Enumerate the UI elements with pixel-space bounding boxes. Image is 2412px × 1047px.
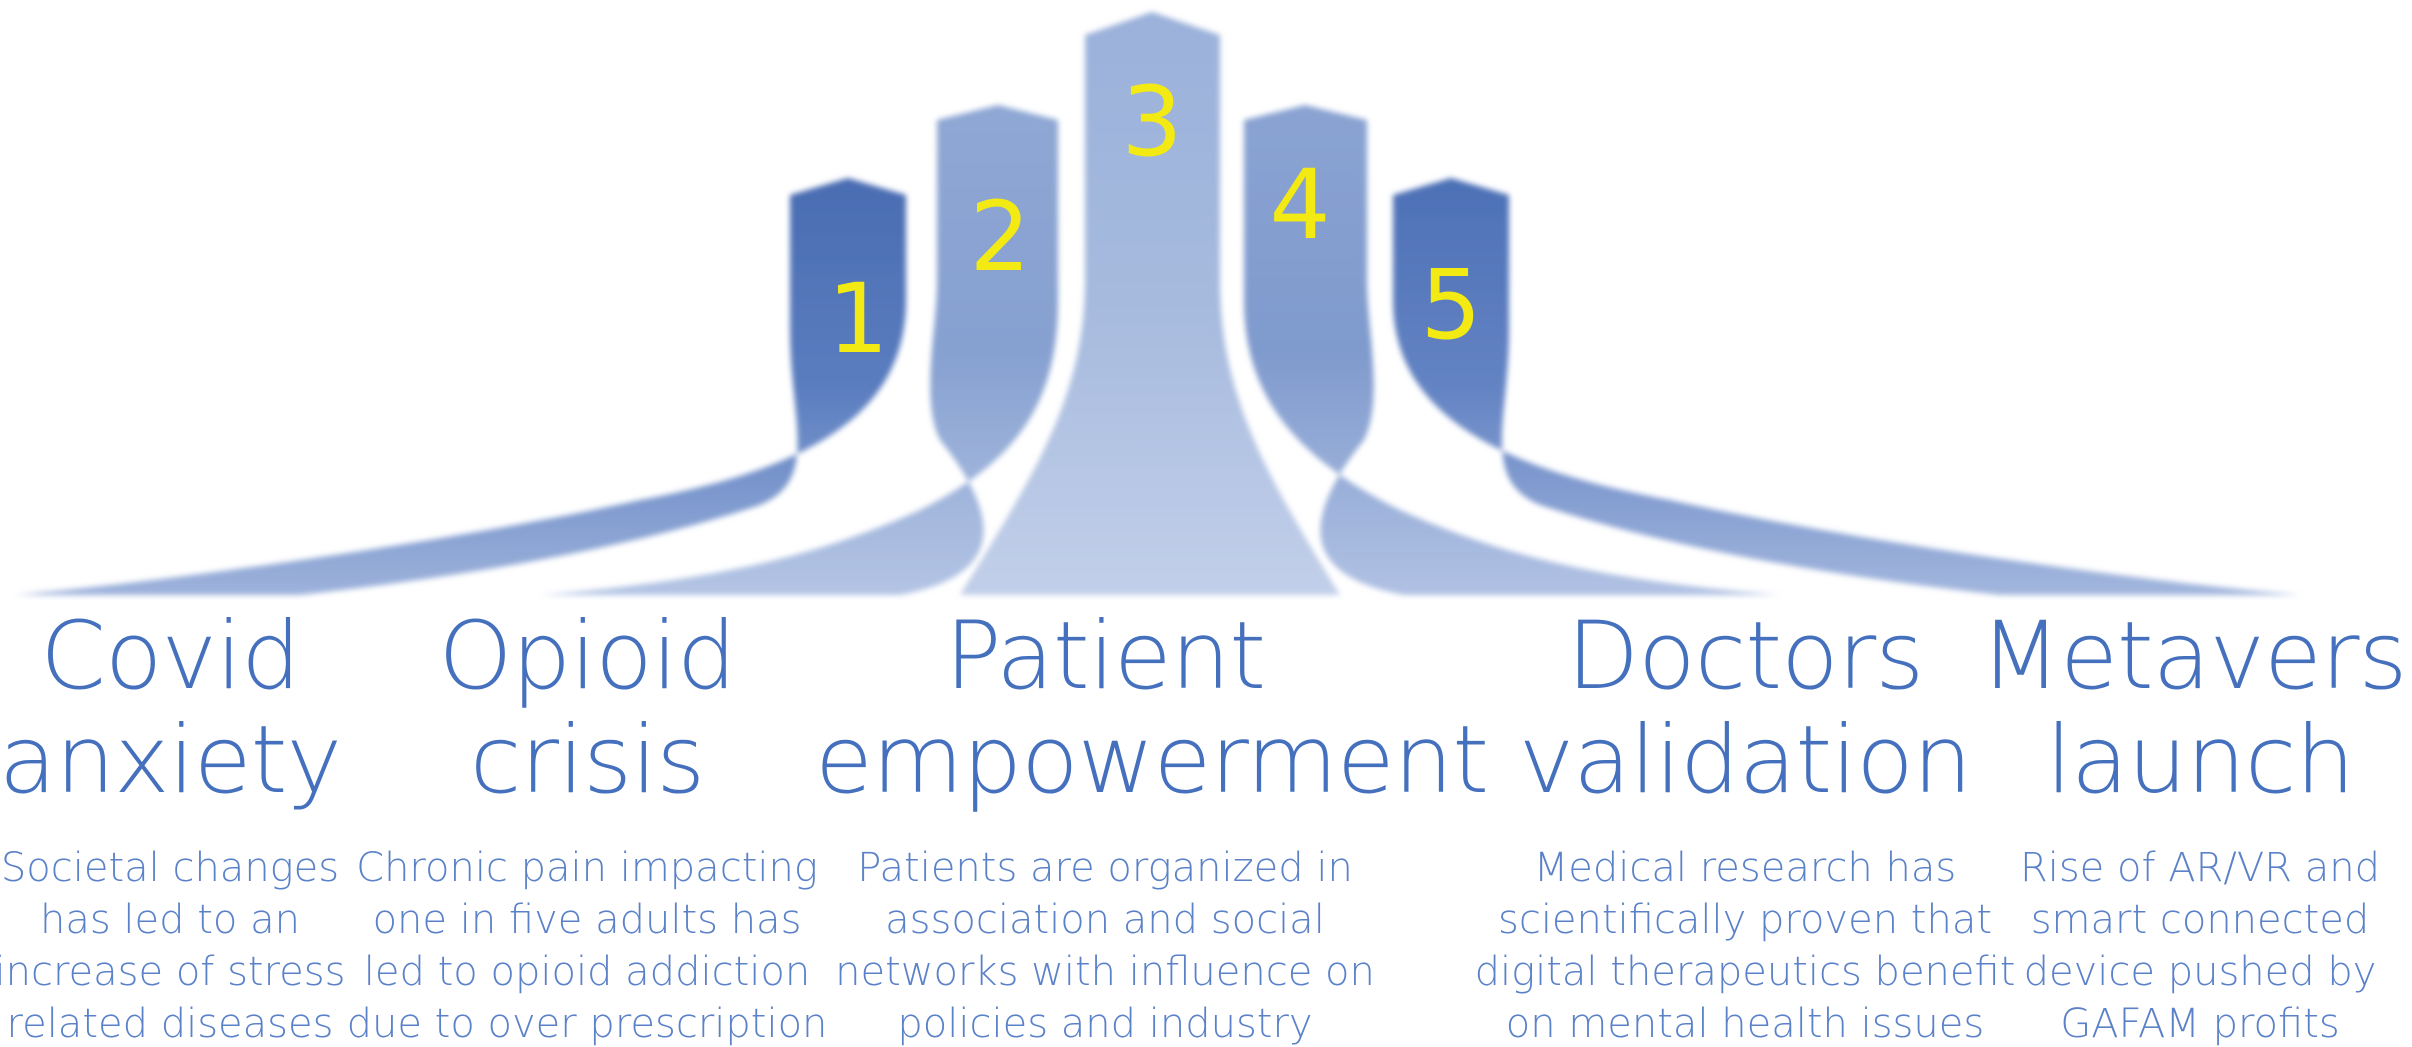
step-5-description: Rise of AR/VR and smart connected device… bbox=[2019, 845, 2381, 1047]
step-3-number: 3 bbox=[1121, 66, 1182, 178]
arrow-1 bbox=[15, 178, 906, 595]
step-5-title: Metaverse launch bbox=[1980, 602, 2412, 815]
step-4-description: Medical research has scientifically prov… bbox=[1474, 845, 2016, 1047]
step-2-number: 2 bbox=[969, 181, 1030, 293]
step-1-number: 1 bbox=[827, 263, 888, 375]
arrows-graphic: 1 2 3 4 5 bbox=[15, 12, 2300, 595]
arrow-3 bbox=[960, 12, 1340, 595]
arrow-2 bbox=[540, 105, 1058, 595]
step-5-number: 5 bbox=[1420, 249, 1481, 361]
step-4-number: 4 bbox=[1269, 149, 1330, 261]
arrow-4 bbox=[1244, 105, 1780, 595]
step-3-title: Patient empowerment bbox=[815, 602, 1489, 815]
step-4-title: Doctors validation bbox=[1518, 602, 1973, 815]
step-3-description: Patients are organized in association an… bbox=[835, 845, 1375, 1047]
step-2-title: Opioid crisis bbox=[438, 602, 736, 815]
step-1-description: Societal changes has led to an increase … bbox=[0, 845, 346, 1047]
step-2-description: Chronic pain impacting one in five adult… bbox=[346, 845, 828, 1047]
step-1-title: Covid anxiety bbox=[0, 602, 342, 815]
arrow-5 bbox=[1393, 178, 2300, 595]
